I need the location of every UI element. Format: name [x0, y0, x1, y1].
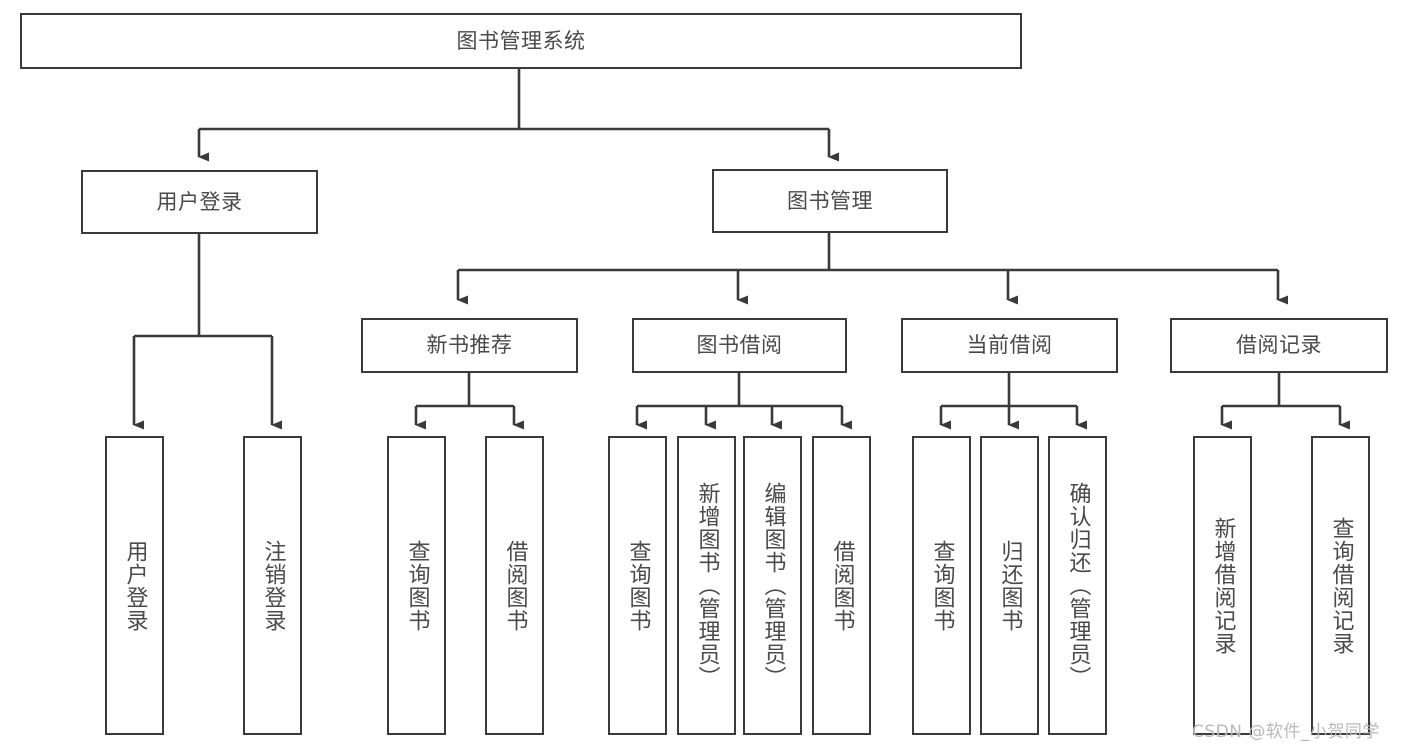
leaf-query-record-label: 查询借阅记录 — [1328, 516, 1354, 655]
leaf-borrow-book-1[interactable]: 借阅图书 — [485, 436, 544, 735]
leaf-borrow-book-2[interactable]: 借阅图书 — [812, 436, 871, 735]
leaf-user-login[interactable]: 用户登录 — [105, 436, 164, 735]
leaf-return-book[interactable]: 归还图书 — [980, 436, 1039, 735]
node-new-book-recommend-label: 新书推荐 — [426, 333, 513, 358]
leaf-edit-book-label: 编辑图书（管理员） — [760, 482, 786, 689]
leaf-query-book-2[interactable]: 查询图书 — [608, 436, 667, 735]
leaf-query-book-1[interactable]: 查询图书 — [387, 436, 446, 735]
leaf-query-book-3-label: 查询图书 — [929, 539, 955, 632]
leaf-query-record[interactable]: 查询借阅记录 — [1311, 436, 1370, 735]
leaf-logout-login[interactable]: 注销登录 — [243, 436, 302, 735]
node-book-management-label: 图书管理 — [787, 188, 873, 213]
leaf-edit-book[interactable]: 编辑图书（管理员） — [743, 436, 802, 735]
leaf-query-book-3[interactable]: 查询图书 — [912, 436, 971, 735]
leaf-borrow-book-1-label: 借阅图书 — [502, 539, 528, 632]
node-current-borrow-label: 当前借阅 — [966, 333, 1053, 358]
leaf-confirm-return-label: 确认归还（管理员） — [1065, 482, 1091, 689]
node-new-book-recommend[interactable]: 新书推荐 — [361, 318, 578, 373]
node-book-borrow-label: 图书借阅 — [696, 333, 783, 358]
leaf-add-book[interactable]: 新增图书（管理员） — [677, 436, 736, 735]
leaf-add-record-label: 新增借阅记录 — [1210, 516, 1236, 655]
node-root[interactable]: 图书管理系统 — [20, 13, 1022, 69]
leaf-add-book-label: 新增图书（管理员） — [694, 482, 720, 689]
csdn-watermark: CSDN @软件_小贺同学 — [1192, 722, 1380, 742]
leaf-add-record[interactable]: 新增借阅记录 — [1193, 436, 1252, 735]
node-user-login[interactable]: 用户登录 — [81, 170, 318, 234]
node-book-management[interactable]: 图书管理 — [712, 169, 948, 233]
node-user-login-label: 用户登录 — [156, 189, 243, 214]
node-root-label: 图书管理系统 — [456, 28, 586, 53]
leaf-return-book-label: 归还图书 — [997, 539, 1023, 632]
node-current-borrow[interactable]: 当前借阅 — [901, 318, 1118, 373]
node-borrow-record[interactable]: 借阅记录 — [1170, 318, 1388, 373]
leaf-query-book-1-label: 查询图书 — [404, 539, 430, 632]
leaf-query-book-2-label: 查询图书 — [625, 539, 651, 632]
node-book-borrow[interactable]: 图书借阅 — [632, 318, 847, 373]
leaf-user-login-label: 用户登录 — [122, 539, 148, 632]
leaf-confirm-return[interactable]: 确认归还（管理员） — [1048, 436, 1107, 735]
node-borrow-record-label: 借阅记录 — [1236, 333, 1322, 358]
leaf-borrow-book-2-label: 借阅图书 — [829, 539, 855, 632]
leaf-logout-login-label: 注销登录 — [260, 539, 286, 632]
